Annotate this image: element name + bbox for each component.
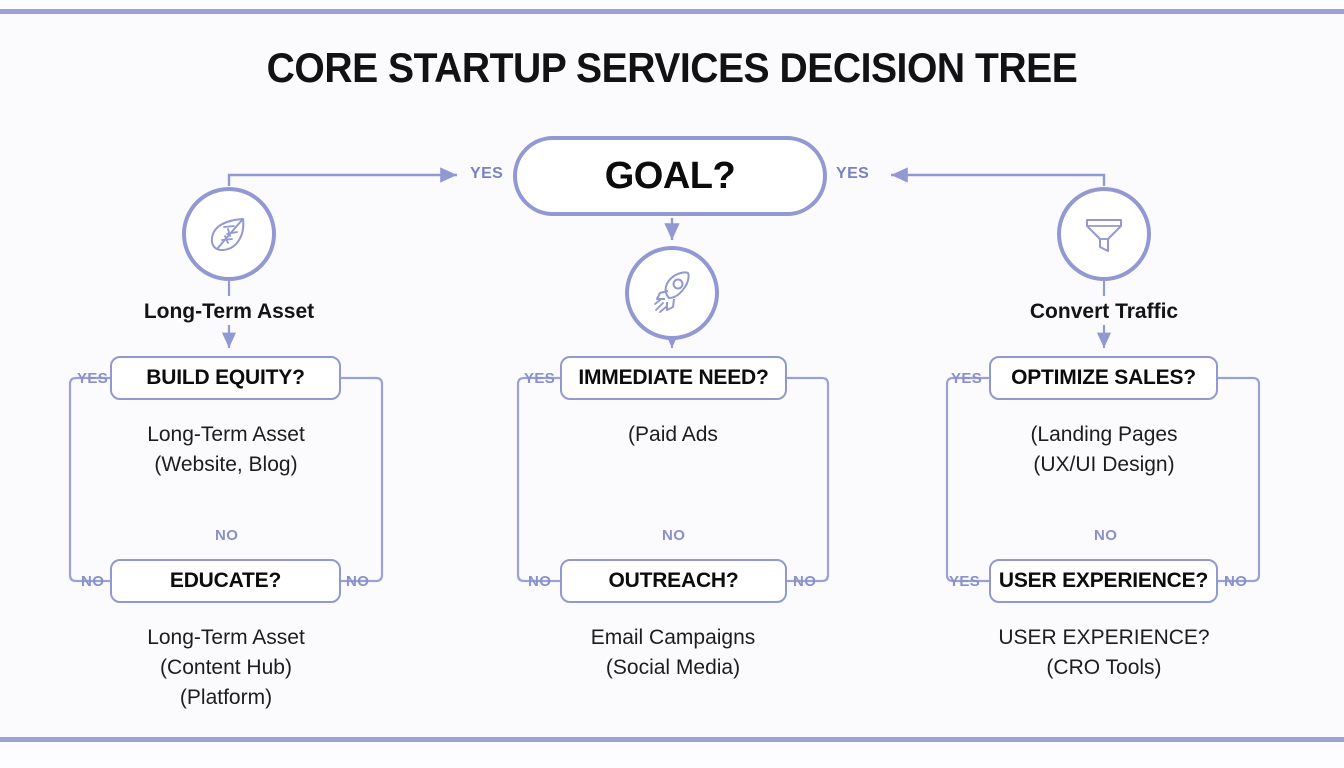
node-user-experience-label: USER EXPERIENCE?: [998, 569, 1209, 592]
node-optimize-sales-label: OPTIMIZE SALES?: [1011, 366, 1196, 389]
body-text-optimize-sales: (Landing Pages (UX/UI Design): [939, 420, 1269, 480]
node-user-experience[interactable]: USER EXPERIENCE?: [989, 559, 1218, 603]
body-line: (Landing Pages: [1030, 423, 1178, 446]
body-line: (Social Media): [605, 656, 741, 679]
body-text-immediate-need: (Paid Ads: [508, 420, 838, 450]
edge-label-c3-bottom-right: NO: [1224, 573, 1248, 590]
edge-label-c3-top-left: YES: [951, 370, 983, 387]
node-outreach[interactable]: OUTREACH?: [560, 559, 787, 603]
body-text-outreach: Email Campaigns (Social Media): [508, 623, 838, 683]
edge-label-c2-middle: NO: [662, 527, 686, 544]
node-educate-label: EDUCATE?: [169, 569, 282, 592]
goal-node-label: GOAL?: [604, 154, 736, 197]
body-line: (CRO Tools): [1046, 656, 1162, 679]
node-build-equity-label: BUILD EQUITY?: [146, 366, 305, 389]
body-text-educate: Long-Term Asset (Content Hub) (Platform): [61, 623, 391, 713]
node-optimize-sales[interactable]: OPTIMIZE SALES?: [989, 356, 1218, 400]
rocket-icon-circle[interactable]: [625, 246, 719, 340]
edge-label-c2-bottom-left: NO: [528, 573, 552, 590]
edge-label-c2-bottom-right: NO: [793, 573, 817, 590]
body-line: Long-Term Asset: [147, 626, 305, 649]
page-title: CORE STARTUP SERVICES DECISION TREE: [266, 44, 1078, 91]
body-line: (UX/UI Design): [1033, 453, 1175, 476]
bottom-accent-bar: [0, 737, 1344, 742]
edge-label-c3-bottom-left: YES: [949, 573, 981, 590]
node-build-equity[interactable]: BUILD EQUITY?: [110, 356, 341, 400]
edge-label-c1-bottom-left: NO: [81, 573, 105, 590]
body-line: Email Campaigns: [590, 626, 756, 649]
funnel-icon: [1086, 219, 1122, 252]
body-line: (Website, Blog): [154, 453, 298, 476]
top-accent-bar: [0, 9, 1344, 14]
node-outreach-label: OUTREACH?: [608, 569, 739, 592]
body-text-build-equity: Long-Term Asset (Website, Blog): [61, 420, 391, 480]
root-left-edge-label: YES: [470, 165, 504, 182]
node-immediate-need[interactable]: IMMEDIATE NEED?: [560, 356, 787, 400]
edge-label-c2-top-left: YES: [524, 370, 556, 387]
body-line: (Content Hub): [160, 656, 292, 679]
branch-label-convert-traffic: Convert Traffic: [1029, 300, 1179, 323]
funnel-icon-circle[interactable]: [1057, 187, 1151, 281]
body-text-user-experience: USER EXPERIENCE? (CRO Tools): [939, 623, 1269, 683]
node-educate[interactable]: EDUCATE?: [110, 559, 341, 603]
root-right-edge-label: YES: [836, 165, 870, 182]
leaf-icon-circle[interactable]: [182, 187, 276, 281]
rocket-icon: [654, 271, 690, 313]
edge-label-c1-middle: NO: [215, 527, 239, 544]
body-line: Long-Term Asset: [147, 423, 305, 446]
edge-label-c1-bottom-right: NO: [346, 573, 370, 590]
branch-label-long-term-asset: Long-Term Asset: [143, 300, 315, 323]
node-immediate-need-label: IMMEDIATE NEED?: [578, 366, 769, 389]
edge-label-c3-middle: NO: [1094, 527, 1118, 544]
body-line: (Platform): [179, 686, 273, 709]
edge-label-c1-top-left: YES: [77, 370, 109, 387]
body-line: (Paid Ads: [628, 423, 718, 446]
leaf-icon: [210, 218, 245, 252]
goal-node[interactable]: GOAL?: [513, 136, 827, 216]
body-line: USER EXPERIENCE?: [998, 626, 1210, 649]
